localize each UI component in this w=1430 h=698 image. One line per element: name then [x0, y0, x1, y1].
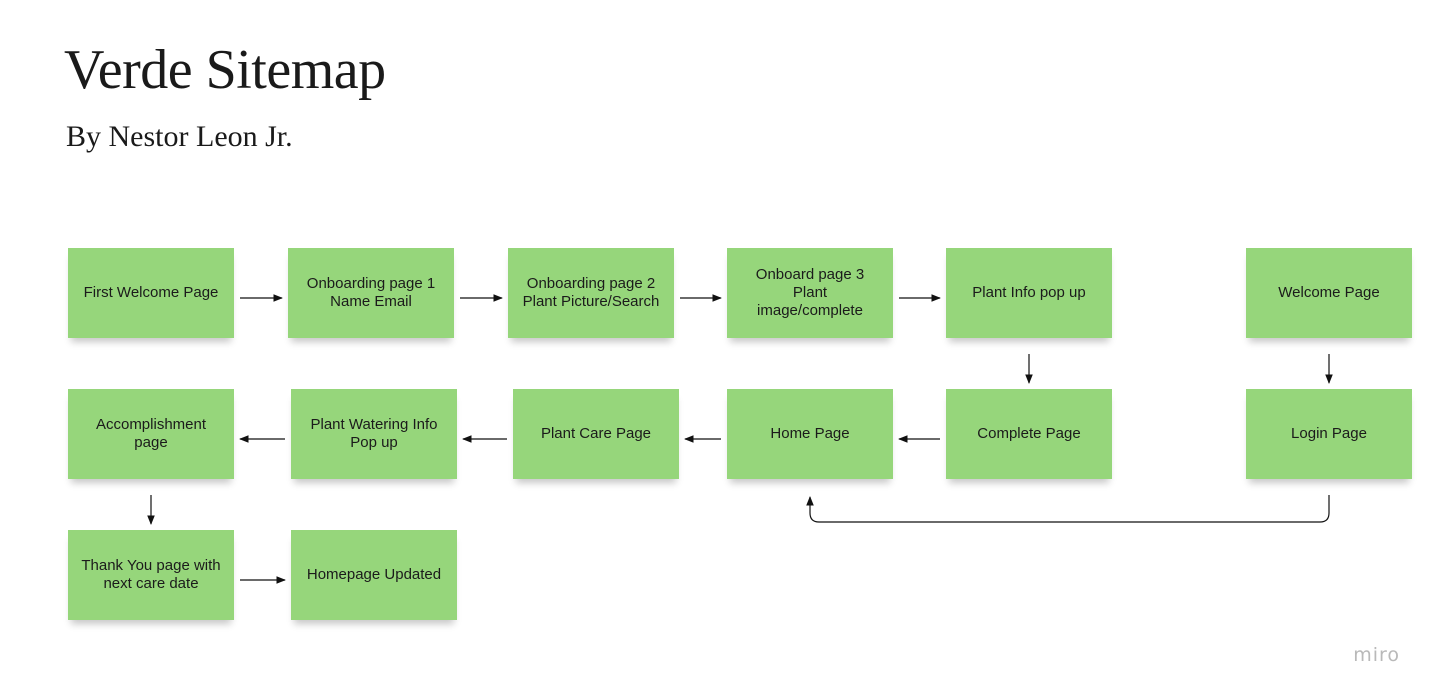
miro-watermark: miro: [1353, 644, 1400, 666]
node-label: First Welcome Page: [83, 284, 219, 301]
node-label: Thank You page with next care date: [81, 557, 221, 592]
node-label: Login Page: [1291, 425, 1367, 442]
page-title: Verde Sitemap: [64, 39, 386, 101]
node-label: Onboarding page 2 Plant Picture/Search: [522, 275, 660, 310]
page-subtitle: By Nestor Leon Jr.: [66, 120, 293, 153]
node-plant-care[interactable]: Plant Care Page: [513, 389, 679, 479]
node-plant-info-popup[interactable]: Plant Info pop up: [946, 248, 1112, 338]
node-label: Onboard page 3 Plant image/complete: [755, 266, 865, 319]
node-login[interactable]: Login Page: [1246, 389, 1412, 479]
arrow-login-to-home: [806, 495, 1330, 523]
node-welcome[interactable]: Welcome Page: [1246, 248, 1412, 338]
node-home[interactable]: Home Page: [727, 389, 893, 479]
node-label: Accomplishment page: [95, 416, 207, 451]
node-accomplishment[interactable]: Accomplishment page: [68, 389, 234, 479]
node-onboard-3[interactable]: Onboard page 3 Plant image/complete: [727, 248, 893, 338]
node-complete[interactable]: Complete Page: [946, 389, 1112, 479]
node-onboarding-2[interactable]: Onboarding page 2 Plant Picture/Search: [508, 248, 674, 338]
node-homepage-updated[interactable]: Homepage Updated: [291, 530, 457, 620]
node-label: Home Page: [770, 425, 850, 442]
node-label: Welcome Page: [1278, 284, 1380, 301]
node-onboarding-1[interactable]: Onboarding page 1 Name Email: [288, 248, 454, 338]
node-thank-you[interactable]: Thank You page with next care date: [68, 530, 234, 620]
node-label: Homepage Updated: [306, 566, 442, 583]
node-label: Plant Info pop up: [972, 284, 1086, 301]
node-first-welcome[interactable]: First Welcome Page: [68, 248, 234, 338]
node-label: Onboarding page 1 Name Email: [306, 275, 436, 310]
node-label: Plant Care Page: [540, 425, 652, 442]
node-plant-watering-popup[interactable]: Plant Watering Info Pop up: [291, 389, 457, 479]
node-label: Plant Watering Info Pop up: [310, 416, 438, 451]
node-label: Complete Page: [977, 425, 1081, 442]
